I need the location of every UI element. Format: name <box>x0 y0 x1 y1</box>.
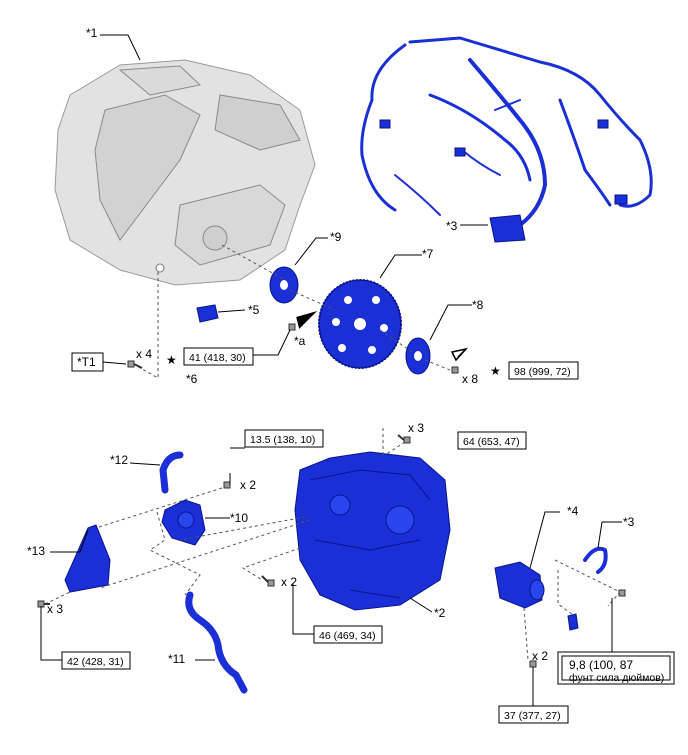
label-part-3-lower: *3 <box>623 515 635 529</box>
wire-harness <box>360 36 653 243</box>
transaxle-assembly <box>294 451 451 611</box>
bolt-icon <box>451 366 459 374</box>
oil-cooler-10 <box>161 499 206 546</box>
cover-5 <box>196 304 219 323</box>
torque-42: 42 (428, 31) <box>67 656 124 668</box>
bracket-13 <box>64 524 111 593</box>
label-part-9: *9 <box>330 230 342 244</box>
starter-assembly <box>494 561 545 609</box>
torque-41: 41 (418, 30) <box>189 352 246 364</box>
label-part-13: *13 <box>27 544 45 558</box>
bolt-icon <box>223 481 231 489</box>
label-point-a: *a <box>294 334 306 348</box>
torque-13-5: 13.5 (138, 10) <box>250 434 315 446</box>
bolt-icon <box>288 323 296 331</box>
bolt-icon <box>397 434 411 444</box>
label-tool-t1: *T1 <box>77 355 96 369</box>
qty-x2-upper: x 2 <box>240 478 256 492</box>
bolt-icon <box>261 575 275 587</box>
bolt-icon <box>127 360 143 369</box>
bolt-icon <box>618 589 626 597</box>
star-icon: ★ <box>166 353 177 367</box>
star-icon: ★ <box>490 364 501 378</box>
label-part-1: *1 <box>86 26 98 40</box>
torque-98: 98 (999, 72) <box>514 366 571 378</box>
torque-37: 37 (377, 27) <box>504 710 561 722</box>
label-part-3-upper: *3 <box>446 219 458 233</box>
arrow-icon <box>296 310 318 329</box>
torque-64: 64 (653, 47) <box>463 436 520 448</box>
label-part-8: *8 <box>472 298 484 312</box>
label-part-5: *5 <box>248 303 260 317</box>
qty-x3-left: x 3 <box>47 602 63 616</box>
arrow-icon <box>450 347 469 362</box>
drive-plate-7 <box>318 279 402 369</box>
qty-x3-top: x 3 <box>408 421 424 435</box>
drive-plate-9 <box>269 266 299 304</box>
label-part-4: *4 <box>567 504 579 518</box>
stud-bolt <box>567 613 579 631</box>
dashed-leaders <box>44 244 621 661</box>
engine-assembly <box>54 59 316 286</box>
torque-46: 46 (469, 34) <box>319 630 376 642</box>
qty-x8: x 8 <box>462 372 478 386</box>
label-part-2: *2 <box>434 606 446 620</box>
leader-lines <box>40 34 622 706</box>
hose-12 <box>159 451 184 494</box>
wire-bracket-3 <box>583 546 608 574</box>
pipe-11 <box>185 591 248 694</box>
torque-9-8-line1: 9,8 (100, 87 <box>569 658 633 672</box>
label-part-6: *6 <box>186 372 198 386</box>
label-part-11: *11 <box>168 652 185 666</box>
label-part-7: *7 <box>422 247 434 261</box>
label-part-12: *12 <box>110 453 128 467</box>
qty-x2-starter: x 2 <box>532 649 548 663</box>
label-part-10: *10 <box>230 511 248 525</box>
spacer-plate-8 <box>405 337 431 375</box>
torque-9-8-line2: фунт сила дюймов) <box>569 672 664 684</box>
qty-x2-mid: x 2 <box>281 575 297 589</box>
qty-x4: x 4 <box>136 347 152 361</box>
